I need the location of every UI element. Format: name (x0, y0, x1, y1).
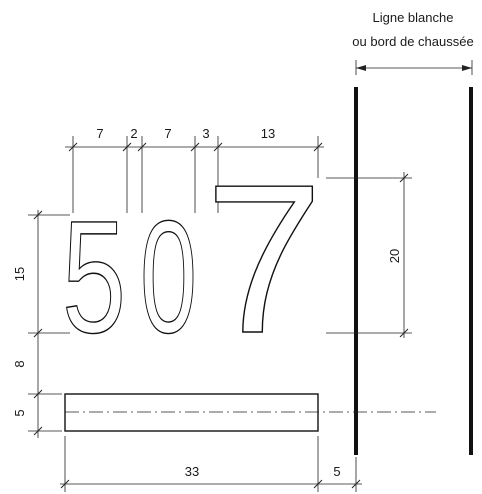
dim-digit-height: 15 (12, 267, 27, 281)
left-dimension-chain: 15 8 5 (12, 210, 70, 438)
digit-7: 7 (205, 140, 323, 377)
underline-bar (64, 393, 319, 432)
bottom-dimension-chain: 33 5 (60, 436, 362, 492)
dim-top-2: 2 (130, 126, 137, 141)
label-line1: Ligne blanche (373, 10, 454, 25)
dim-top-4: 3 (202, 126, 209, 141)
top-dimension-chain: 7 2 7 3 13 (65, 126, 324, 213)
number-507: 5 0 7 (61, 139, 323, 377)
dim-offset: 5 (333, 464, 340, 479)
digit-0: 0 (140, 187, 197, 366)
lane-width-dimension (355, 60, 473, 75)
digit-5: 5 (62, 187, 126, 366)
dim-gap: 8 (12, 360, 27, 367)
dim-bar-height: 5 (12, 409, 27, 416)
dim-top-5: 13 (261, 126, 275, 141)
dim-top-3: 7 (164, 126, 171, 141)
seven-height-dimension: 20 (326, 172, 412, 338)
dim-seven-height: 20 (387, 249, 402, 263)
label-line2: ou bord de chaussée (352, 34, 473, 49)
dim-bar-width: 33 (185, 464, 199, 479)
dim-top-1: 7 (96, 126, 103, 141)
